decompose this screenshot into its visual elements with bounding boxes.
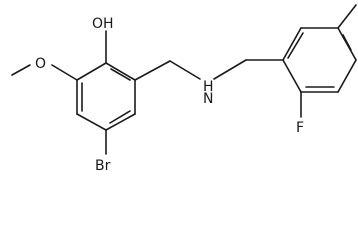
ring-double-bond: [342, 34, 352, 51]
methoxy-bond: [51, 64, 78, 81]
ring-bond: [105, 62, 136, 81]
benzylic-bond: [134, 60, 171, 81]
ring-bond: [282, 27, 302, 61]
amine-bond-left: [169, 60, 201, 80]
fluorine-label: F: [296, 120, 304, 136]
ring-double-bond: [110, 68, 131, 81]
hydroxyl-label: OH: [92, 16, 114, 32]
methoxy-oxygen-label: O: [35, 56, 46, 72]
ring-bond: [282, 59, 302, 93]
amine-h-label: H: [203, 79, 214, 95]
right-ring-substituents: [300, 4, 357, 118]
amine-n-label: N: [203, 91, 213, 107]
ring-double-bond: [287, 32, 304, 59]
methyl-bond: [11, 64, 31, 76]
left-aromatic-ring: [76, 62, 136, 131]
ring-bond: [76, 113, 107, 131]
ring-bond: [76, 62, 107, 81]
ring-bond: [337, 59, 357, 93]
amine-bond-right: [213, 59, 247, 80]
right-aromatic-ring: [213, 27, 357, 93]
bromine-label: Br: [95, 158, 111, 174]
ring-double-bond: [109, 110, 131, 124]
chemical-structure-diagram: OH O Br H N F: [11, 4, 357, 174]
molecule-svg: OH O Br H N F: [11, 4, 357, 174]
left-ring-substituents: [11, 30, 201, 155]
ring-bond: [105, 113, 136, 131]
methyl-bond: [337, 4, 357, 29]
